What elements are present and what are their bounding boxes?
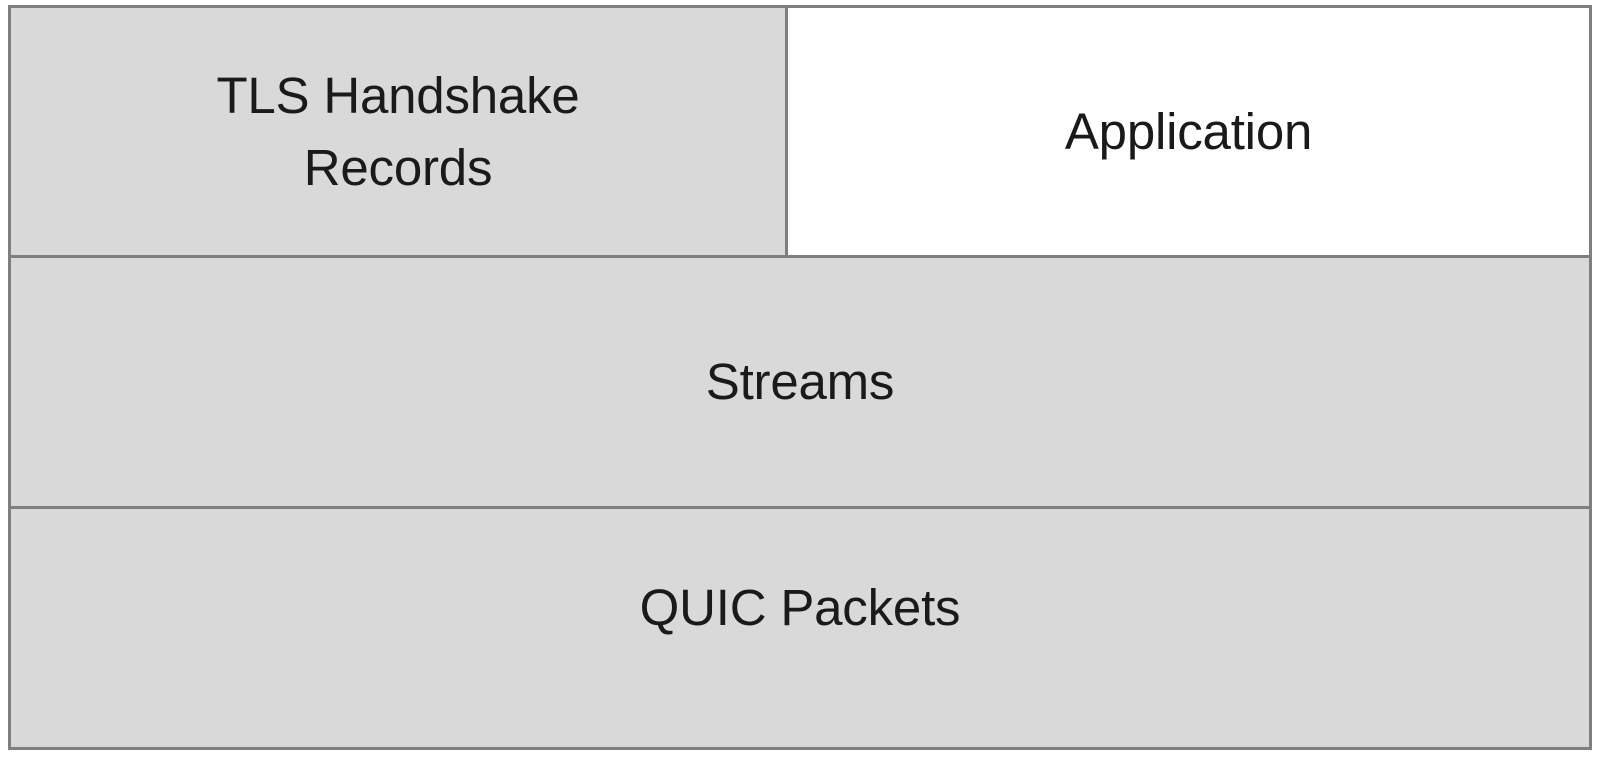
layer-label-quic-packets: QUIC Packets [639, 579, 961, 636]
stack-row-top: TLS Handshake Records Application [11, 8, 1589, 258]
layer-box-application: Application [788, 8, 1589, 255]
layer-label-streams: Streams [705, 353, 895, 410]
layer-box-quic-packets: QUIC Packets [11, 509, 1589, 747]
layer-label-application: Application [1064, 102, 1313, 160]
layer-label-tls-handshake-records: TLS Handshake Records [216, 66, 580, 196]
layer-box-tls-handshake-records: TLS Handshake Records [11, 8, 788, 255]
layer-box-streams: Streams [11, 258, 1589, 509]
protocol-stack-container: TLS Handshake Records Application Stream… [8, 5, 1592, 750]
